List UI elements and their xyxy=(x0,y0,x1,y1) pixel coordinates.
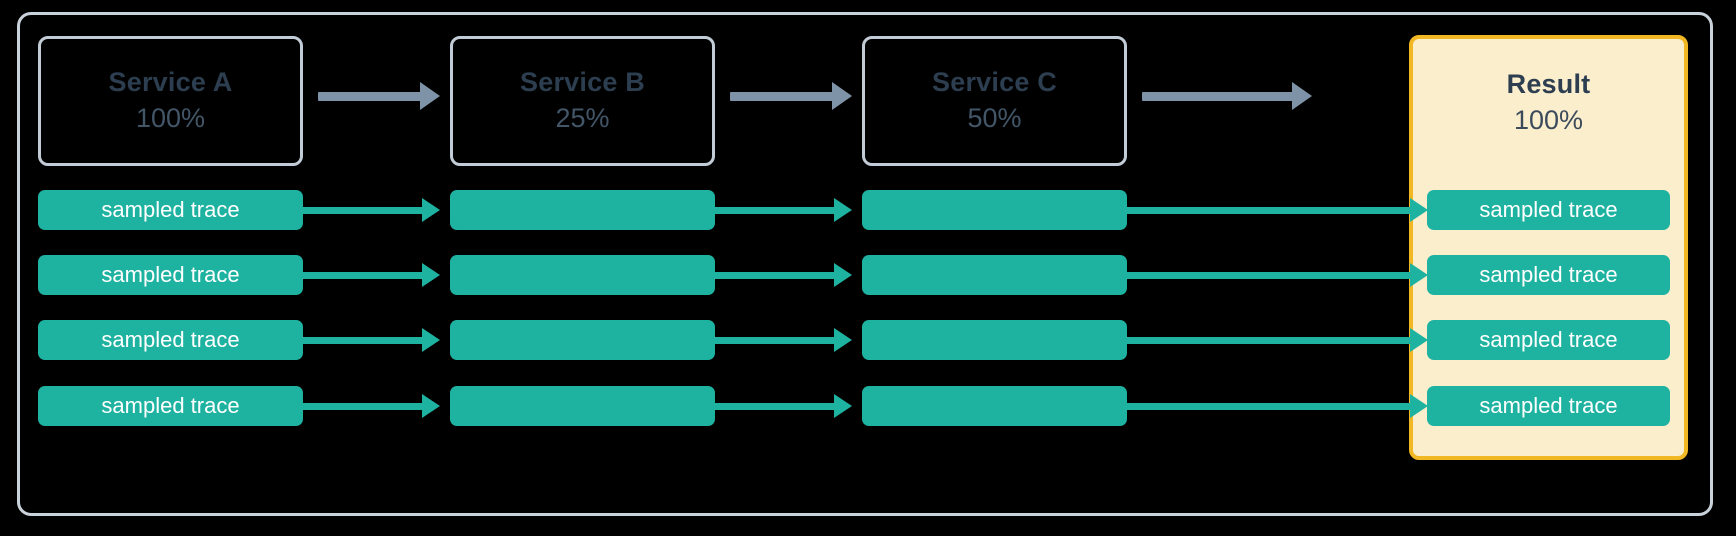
arrow-head-icon xyxy=(422,198,440,222)
trace-bar[interactable]: sampled trace xyxy=(38,320,303,360)
node-title: Result xyxy=(1506,68,1591,99)
trace-bar[interactable]: sampled trace xyxy=(1427,320,1670,360)
trace-label: sampled trace xyxy=(101,327,240,352)
trace-label: sampled trace xyxy=(1479,262,1618,287)
arrow-line xyxy=(714,272,836,279)
arrow-head-icon xyxy=(422,328,440,352)
node-result[interactable]: Result 100% xyxy=(1427,44,1670,162)
arrow-line xyxy=(1142,92,1294,101)
arrow-line xyxy=(714,207,836,214)
arrow-line xyxy=(318,92,422,101)
trace-bar[interactable] xyxy=(450,386,715,426)
arrow-head-icon xyxy=(834,328,852,352)
arrow-line xyxy=(714,403,836,410)
arrow-head-icon xyxy=(422,394,440,418)
diagram-outer-frame xyxy=(17,12,1713,516)
trace-label: sampled trace xyxy=(101,197,240,222)
node-service-a[interactable]: Service A 100% xyxy=(38,36,303,166)
trace-label: sampled trace xyxy=(1479,327,1618,352)
arrow-head-icon xyxy=(1410,198,1428,222)
node-service-b[interactable]: Service B 25% xyxy=(450,36,715,166)
arrow-head-icon xyxy=(834,198,852,222)
trace-bar[interactable]: sampled trace xyxy=(38,386,303,426)
arrow-head-icon xyxy=(832,82,852,110)
node-sample-rate: 50% xyxy=(967,103,1022,134)
node-title: Service B xyxy=(520,66,645,97)
arrow-line xyxy=(302,403,424,410)
node-sample-rate: 25% xyxy=(555,103,610,134)
arrow-line xyxy=(1126,337,1412,344)
trace-bar[interactable] xyxy=(450,320,715,360)
node-sample-rate: 100% xyxy=(135,103,206,134)
trace-label: sampled trace xyxy=(101,262,240,287)
trace-bar[interactable] xyxy=(450,190,715,230)
arrow-head-icon xyxy=(1410,328,1428,352)
node-sample-rate: 100% xyxy=(1513,105,1584,136)
arrow-head-icon xyxy=(834,394,852,418)
node-title: Service C xyxy=(932,66,1057,97)
arrow-head-icon xyxy=(1292,82,1312,110)
trace-bar[interactable] xyxy=(862,386,1127,426)
arrow-line xyxy=(714,337,836,344)
trace-bar[interactable]: sampled trace xyxy=(1427,190,1670,230)
arrow-line xyxy=(302,337,424,344)
arrow-head-icon xyxy=(1410,263,1428,287)
arrow-head-icon xyxy=(834,263,852,287)
trace-label: sampled trace xyxy=(101,393,240,418)
trace-bar[interactable] xyxy=(450,255,715,295)
arrow-line xyxy=(1126,403,1412,410)
trace-label: sampled trace xyxy=(1479,393,1618,418)
arrow-line xyxy=(1126,207,1412,214)
trace-bar[interactable]: sampled trace xyxy=(38,190,303,230)
arrow-line xyxy=(730,92,834,101)
node-title: Service A xyxy=(108,66,233,97)
arrow-head-icon xyxy=(420,82,440,110)
arrow-line xyxy=(1126,272,1412,279)
trace-bar[interactable] xyxy=(862,190,1127,230)
trace-bar[interactable] xyxy=(862,320,1127,360)
trace-label: sampled trace xyxy=(1479,197,1618,222)
arrow-line xyxy=(302,207,424,214)
trace-bar[interactable]: sampled trace xyxy=(1427,386,1670,426)
trace-bar[interactable] xyxy=(862,255,1127,295)
arrow-head-icon xyxy=(422,263,440,287)
arrow-line xyxy=(302,272,424,279)
node-service-c[interactable]: Service C 50% xyxy=(862,36,1127,166)
arrow-head-icon xyxy=(1410,394,1428,418)
trace-bar[interactable]: sampled trace xyxy=(1427,255,1670,295)
trace-bar[interactable]: sampled trace xyxy=(38,255,303,295)
